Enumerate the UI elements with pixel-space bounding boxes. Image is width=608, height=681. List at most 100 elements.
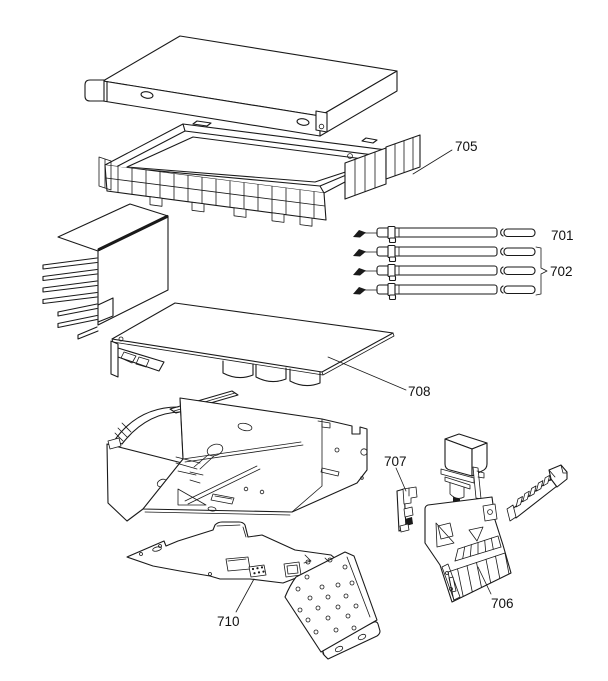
frame-skirt-ribs <box>117 166 315 219</box>
chassis-floor-slot <box>210 493 235 505</box>
rod-clip-foot <box>388 275 397 282</box>
part-label-702: 702 <box>550 264 573 279</box>
rod-cap <box>500 266 504 275</box>
frame-screw-head <box>347 153 353 159</box>
ribbed-connector-part <box>506 464 568 522</box>
perf-hole <box>343 593 349 599</box>
bracket-hole-2 <box>158 544 162 548</box>
rod-body <box>376 284 498 295</box>
connector-pin-5 <box>257 571 261 574</box>
perf-hole <box>319 584 325 590</box>
perf-hole <box>349 580 355 586</box>
perf-hole <box>304 574 310 580</box>
cover-right-face <box>319 70 398 137</box>
perf-hole <box>297 607 303 613</box>
leader-708 <box>327 356 407 391</box>
bracket-702 <box>535 246 548 296</box>
perf-hole <box>335 604 341 610</box>
perf-hole <box>295 586 301 592</box>
chassis-deck-oval <box>237 422 253 432</box>
chassis-right-dot <box>360 476 364 480</box>
rod-clip <box>387 244 396 259</box>
top-cover-part <box>84 35 398 137</box>
part-label-701: 701 <box>551 228 574 243</box>
rod-702-b <box>353 263 536 282</box>
rod-clip <box>387 282 396 297</box>
heatsink-step <box>97 297 114 323</box>
part-label-708: 708 <box>408 384 431 399</box>
part-706-assembly <box>424 433 512 603</box>
connector-pin-1 <box>251 567 255 571</box>
perforated-plate-fold-line <box>346 556 371 618</box>
rod-cap <box>500 228 504 237</box>
part-label-706: 706 <box>491 596 514 611</box>
rib-band-upper-ribs <box>454 535 502 562</box>
rod-702-c <box>353 282 536 301</box>
cover-slot-left <box>140 91 154 99</box>
heatsink-edge-highlight <box>97 215 169 251</box>
perforated-plate-holes <box>295 557 359 635</box>
chassis-keyhole-tail <box>193 454 215 470</box>
perf-hole <box>315 605 321 611</box>
plate-corner-hole <box>118 336 124 342</box>
chassis-triangle-brace <box>177 488 207 506</box>
chassis-keyhole-loop <box>206 443 224 457</box>
bracket-bump-lines <box>216 524 247 538</box>
frame-right-comb-2 <box>385 134 421 180</box>
rod-tip <box>503 247 536 257</box>
perf-hole <box>325 615 331 621</box>
perf-hole <box>307 595 313 601</box>
chassis-floor-oval <box>207 506 217 512</box>
solenoid-flange-lower <box>444 476 471 490</box>
connector-pin-2 <box>256 567 259 570</box>
frame-floor <box>126 136 380 183</box>
bracket-hole-1 <box>139 552 143 556</box>
frame-skirt-groove <box>105 177 326 207</box>
rod-701 <box>353 225 536 244</box>
rod-cap <box>500 285 504 294</box>
armature-hook <box>476 470 485 479</box>
rod-cap <box>500 247 504 256</box>
part-707 <box>396 486 418 533</box>
leader-705 <box>412 149 453 175</box>
connector-pin-4 <box>253 572 256 575</box>
chassis-deck-and-right-plate <box>142 397 368 513</box>
connector-block-lines <box>548 464 568 478</box>
part707-dark-tab <box>405 517 413 526</box>
chassis-floor-dot-2 <box>259 489 265 495</box>
chassis-part <box>106 390 368 522</box>
plate-sheet <box>111 302 394 373</box>
chassis-dome-hatch <box>114 422 132 442</box>
frame-hanging-tabs <box>149 196 313 227</box>
leader-707 <box>395 467 407 492</box>
body-706-triangles <box>435 522 484 548</box>
cover-slot-right <box>296 118 310 126</box>
perf-hole <box>353 603 359 609</box>
chassis-rail <box>184 465 261 505</box>
plate-bracket-pads <box>120 351 150 368</box>
connector-foot <box>506 504 517 522</box>
plate-708-part <box>110 302 395 387</box>
frame-right-comb-1-ribs <box>354 151 376 196</box>
callouts: 705 701 702 708 707 706 710 <box>217 139 574 629</box>
perf-hole <box>305 617 311 623</box>
chassis-deck-edges <box>144 397 323 516</box>
chassis-mechanism-lines <box>175 456 204 484</box>
part-label-710: 710 <box>217 614 240 629</box>
heatsink-part <box>42 203 169 340</box>
bracket-hole-3 <box>208 572 212 576</box>
cover-corner-tab <box>315 110 328 133</box>
rod-hook <box>353 230 366 238</box>
perf-hole <box>313 629 319 635</box>
chassis-roller-dome <box>113 406 181 445</box>
rod-hook <box>353 268 366 276</box>
chassis-left-tab <box>107 437 122 450</box>
plate-bracket-arm <box>117 347 165 372</box>
solenoid-flange-upper <box>440 468 475 484</box>
frame-top-tabs <box>192 120 378 144</box>
flange-oval-1 <box>334 645 344 653</box>
rod-tip <box>503 266 536 276</box>
chassis-floor-dot-1 <box>243 486 249 492</box>
